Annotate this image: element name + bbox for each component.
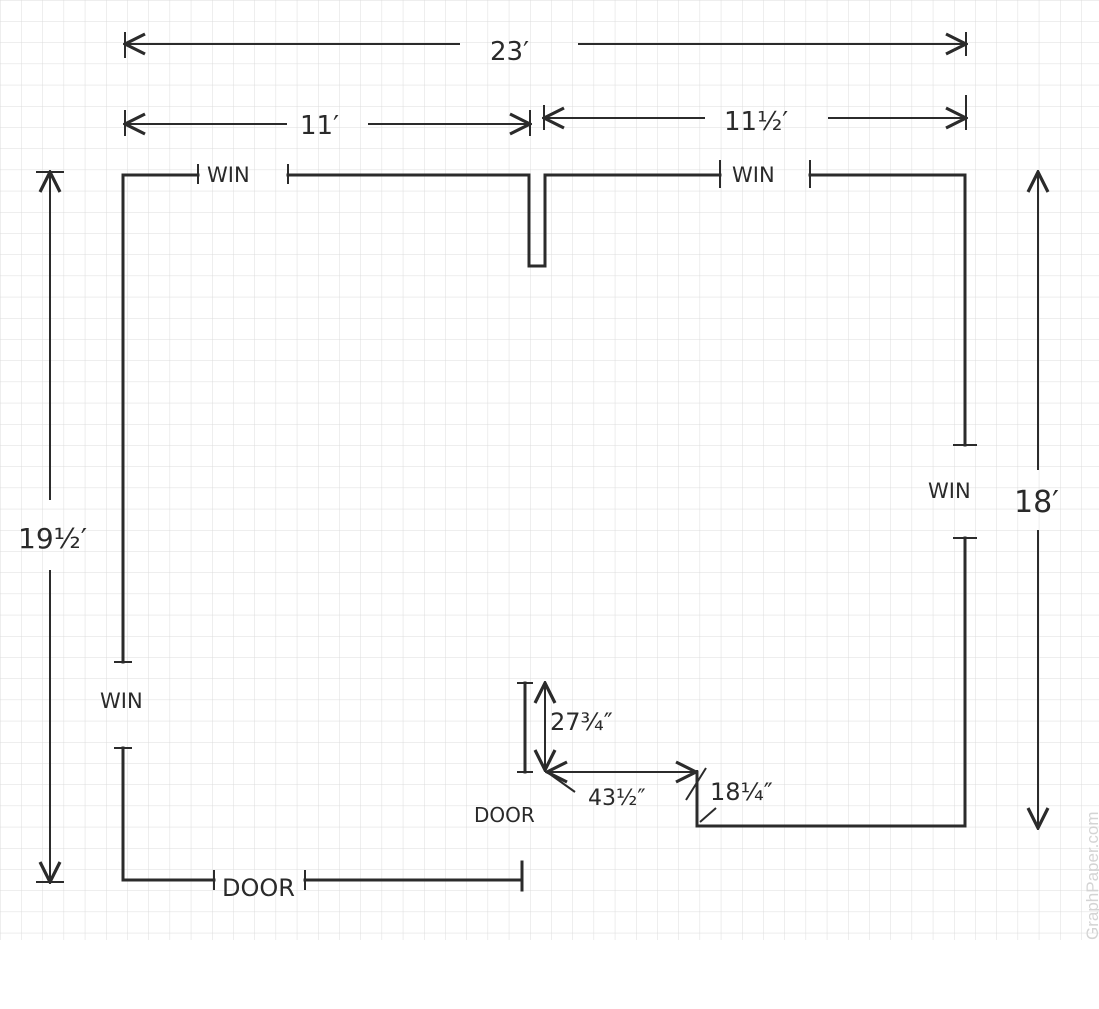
inner-depth-label: 27¾″ — [550, 708, 613, 736]
room-walls — [121, 173, 967, 892]
inner-width-label: 43½″ — [588, 786, 646, 811]
dimension-top-right-label: 11½′ — [724, 107, 788, 137]
right-window-label: WIN — [928, 479, 971, 503]
graph-paper-watermark: GraphPaper.com — [1083, 811, 1099, 940]
left-window-label: WIN — [100, 689, 143, 713]
dimension-top-left: 11′ — [125, 110, 530, 141]
dimension-left-height-label: 19½′ — [18, 522, 87, 555]
dimension-top-total-label: 23′ — [490, 37, 529, 67]
dimension-right-height: 18′ — [1014, 172, 1059, 828]
bottom-door-label: DOOR — [222, 874, 295, 902]
inner-dimensions: 27¾″ 43½″ 18¼″ — [545, 683, 773, 826]
graph-paper-grid — [0, 0, 1099, 940]
opening-ticks — [114, 160, 977, 890]
inner-door-label: DOOR — [474, 803, 535, 827]
top-left-window-label: WIN — [207, 163, 250, 187]
dimension-right-height-label: 18′ — [1014, 485, 1059, 520]
dimension-top-right: 11½′ — [544, 95, 966, 137]
dimension-top-left-label: 11′ — [300, 111, 339, 141]
top-right-window-label: WIN — [732, 163, 775, 187]
inner-step-label: 18¼″ — [710, 778, 773, 806]
dimension-left-height: 19½′ — [18, 172, 87, 882]
dimension-top-total: 23′ — [125, 32, 966, 67]
